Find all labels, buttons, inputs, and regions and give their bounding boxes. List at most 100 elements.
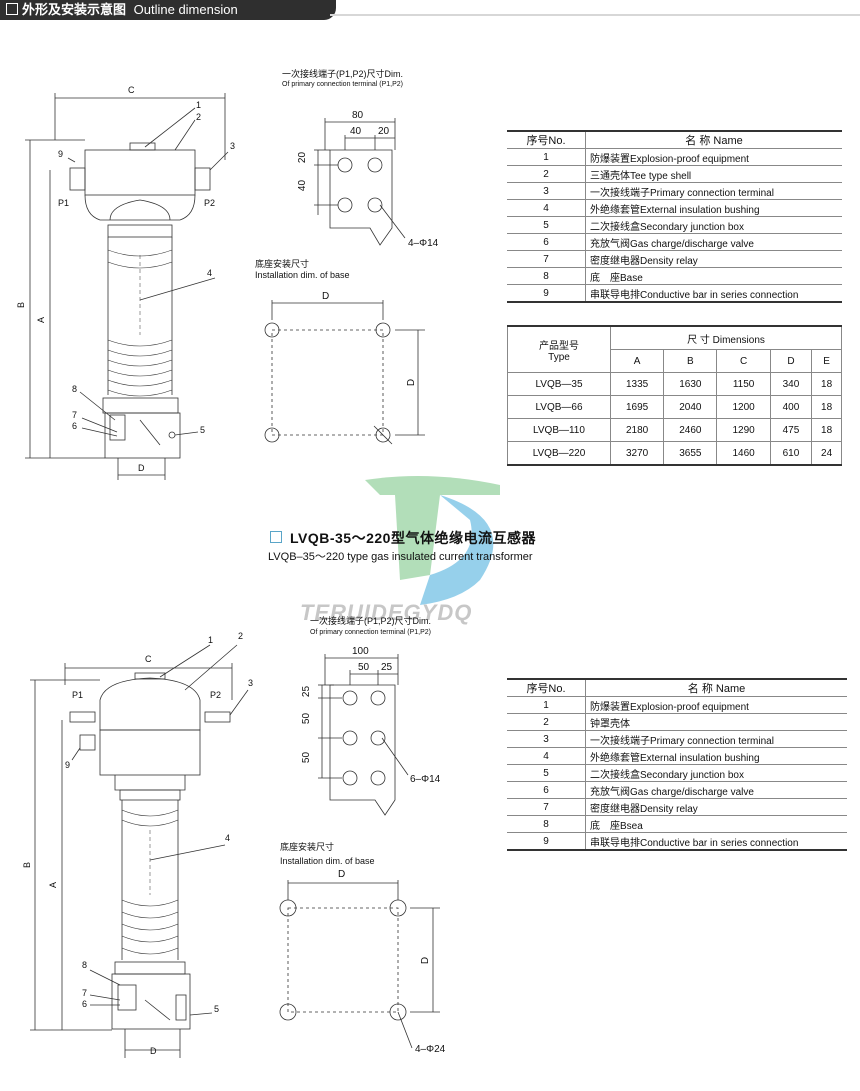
row-name: 串联导电排Conductive bar in series connection (585, 284, 842, 303)
part-label-5: 5 (200, 425, 206, 435)
row-name: 外绝缘套管External insulation bushing (585, 747, 847, 765)
part-label-7: 7 (72, 410, 78, 420)
row-name: 密度继电器Density relay (585, 798, 847, 816)
cell-a: 2180 (609, 418, 665, 442)
row-type: LVQB—110 (507, 418, 611, 442)
part-label-3-bottom: 3 (248, 678, 254, 688)
row-name: 防爆装置Explosion-proof equipment (585, 696, 847, 714)
base-dim-d-vertical-bottom: D (420, 956, 432, 965)
watermark-text: TERUIDEGYDQ (300, 600, 473, 625)
row-no: 2 (507, 713, 586, 731)
base-title-en-bottom: Installation dim. of base (280, 856, 375, 866)
col-e: E (811, 349, 842, 373)
table-row: LVQB—110 2180 2460 1290 475 18 (507, 418, 842, 442)
col-d: D (769, 349, 813, 373)
row-no: 1 (507, 148, 586, 166)
dim-c-bottom: C (145, 654, 152, 664)
table-row: LVQB—66 1695 2040 1200 400 18 (507, 395, 842, 419)
terminal-title-cn-bottom: 一次接线端子(P1,P2)尺寸Dim. (310, 616, 432, 626)
dim-d: D (138, 463, 145, 473)
row-name: 充放气阀Gas charge/discharge valve (585, 781, 847, 799)
base-dim-d: D (322, 291, 330, 302)
row-name: 串联导电排Conductive bar in series connection (585, 832, 847, 851)
row-name: 钟罩壳体 (585, 713, 847, 731)
row-no: 9 (507, 832, 586, 851)
part-label-9-bottom: 9 (65, 760, 71, 770)
row-no: 3 (507, 730, 586, 748)
terminal-w-total-bottom: 100 (352, 646, 369, 657)
section-subtitle: LVQB–35～220 type gas insulated current t… (268, 551, 533, 563)
col-type-cn: 产品型号 (539, 340, 579, 352)
terminal-w2: 20 (378, 126, 390, 137)
col-name: 名 称 Name (585, 130, 842, 149)
section-header: 外形及安装示意图 Outline dimension (0, 0, 336, 20)
part-label-7-bottom: 7 (82, 988, 88, 998)
cell-e: 18 (811, 395, 842, 419)
dim-d-bottom: D (150, 1046, 157, 1056)
row-type: LVQB—220 (507, 441, 611, 466)
part-label-1: 1 (196, 100, 202, 110)
table-header: 序号No. 名 称 Name (507, 678, 847, 697)
row-name: 底 座Bsea (585, 815, 847, 833)
cell-d: 400 (769, 395, 813, 419)
base-title-en: Installation dim. of base (255, 270, 350, 280)
part-label-1-bottom: 1 (208, 635, 214, 645)
row-name: 防爆装置Explosion-proof equipment (585, 148, 842, 166)
row-name: 底 座Base (585, 267, 842, 285)
section-title: LVQB-35～220型气体绝缘电流互感器 (270, 528, 536, 548)
label-p1-bottom: P1 (72, 690, 84, 700)
terminal-title-cn: 一次接线端子(P1,P2)尺寸Dim. (282, 69, 404, 79)
row-no: 6 (507, 233, 586, 251)
part-label-2-bottom: 2 (238, 631, 244, 641)
terminal-title-en: Of primary connection terminal (P1,P2) (282, 81, 403, 88)
part-label-6-bottom: 6 (82, 999, 88, 1009)
row-no: 7 (507, 250, 586, 268)
table-row: LVQB—35 1335 1630 1150 340 18 (507, 372, 842, 396)
row-name: 二次接线盒Secondary junction box (585, 764, 847, 782)
header-title-cn: 外形及安装示意图 (22, 2, 127, 17)
header-title-en: Outline dimension (133, 2, 238, 17)
row-no: 5 (507, 216, 586, 234)
row-name: 一次接线端子Primary connection terminal (585, 182, 842, 200)
cell-a: 3270 (609, 441, 665, 466)
dim-c: C (128, 85, 135, 95)
base-holes-bottom: 4–Φ24 (415, 1044, 446, 1055)
part-label-5-bottom: 5 (214, 1004, 220, 1014)
row-no: 8 (507, 267, 586, 285)
row-name: 一次接线端子Primary connection terminal (585, 730, 847, 748)
cell-e: 24 (811, 441, 842, 466)
cell-c: 1460 (716, 441, 771, 466)
col-no: 序号No. (507, 678, 586, 697)
part-label-3: 3 (230, 141, 236, 151)
cell-e: 18 (811, 372, 842, 396)
label-p2-bottom: P2 (210, 690, 222, 700)
row-type: LVQB—66 (507, 395, 611, 419)
section-title-text: LVQB-35～220型气体绝缘电流互感器 (290, 530, 536, 546)
cell-a: 1335 (609, 372, 665, 396)
part-label-9: 9 (58, 149, 64, 159)
col-type-en: Type (548, 351, 570, 363)
label-p1: P1 (58, 198, 70, 208)
terminal-w2-bottom: 25 (381, 662, 393, 673)
base-dim-d-bottom: D (338, 869, 346, 880)
table-row: LVQB—220 3270 3655 1460 610 24 (507, 441, 842, 466)
terminal-holes: 4–Φ14 (408, 238, 439, 249)
